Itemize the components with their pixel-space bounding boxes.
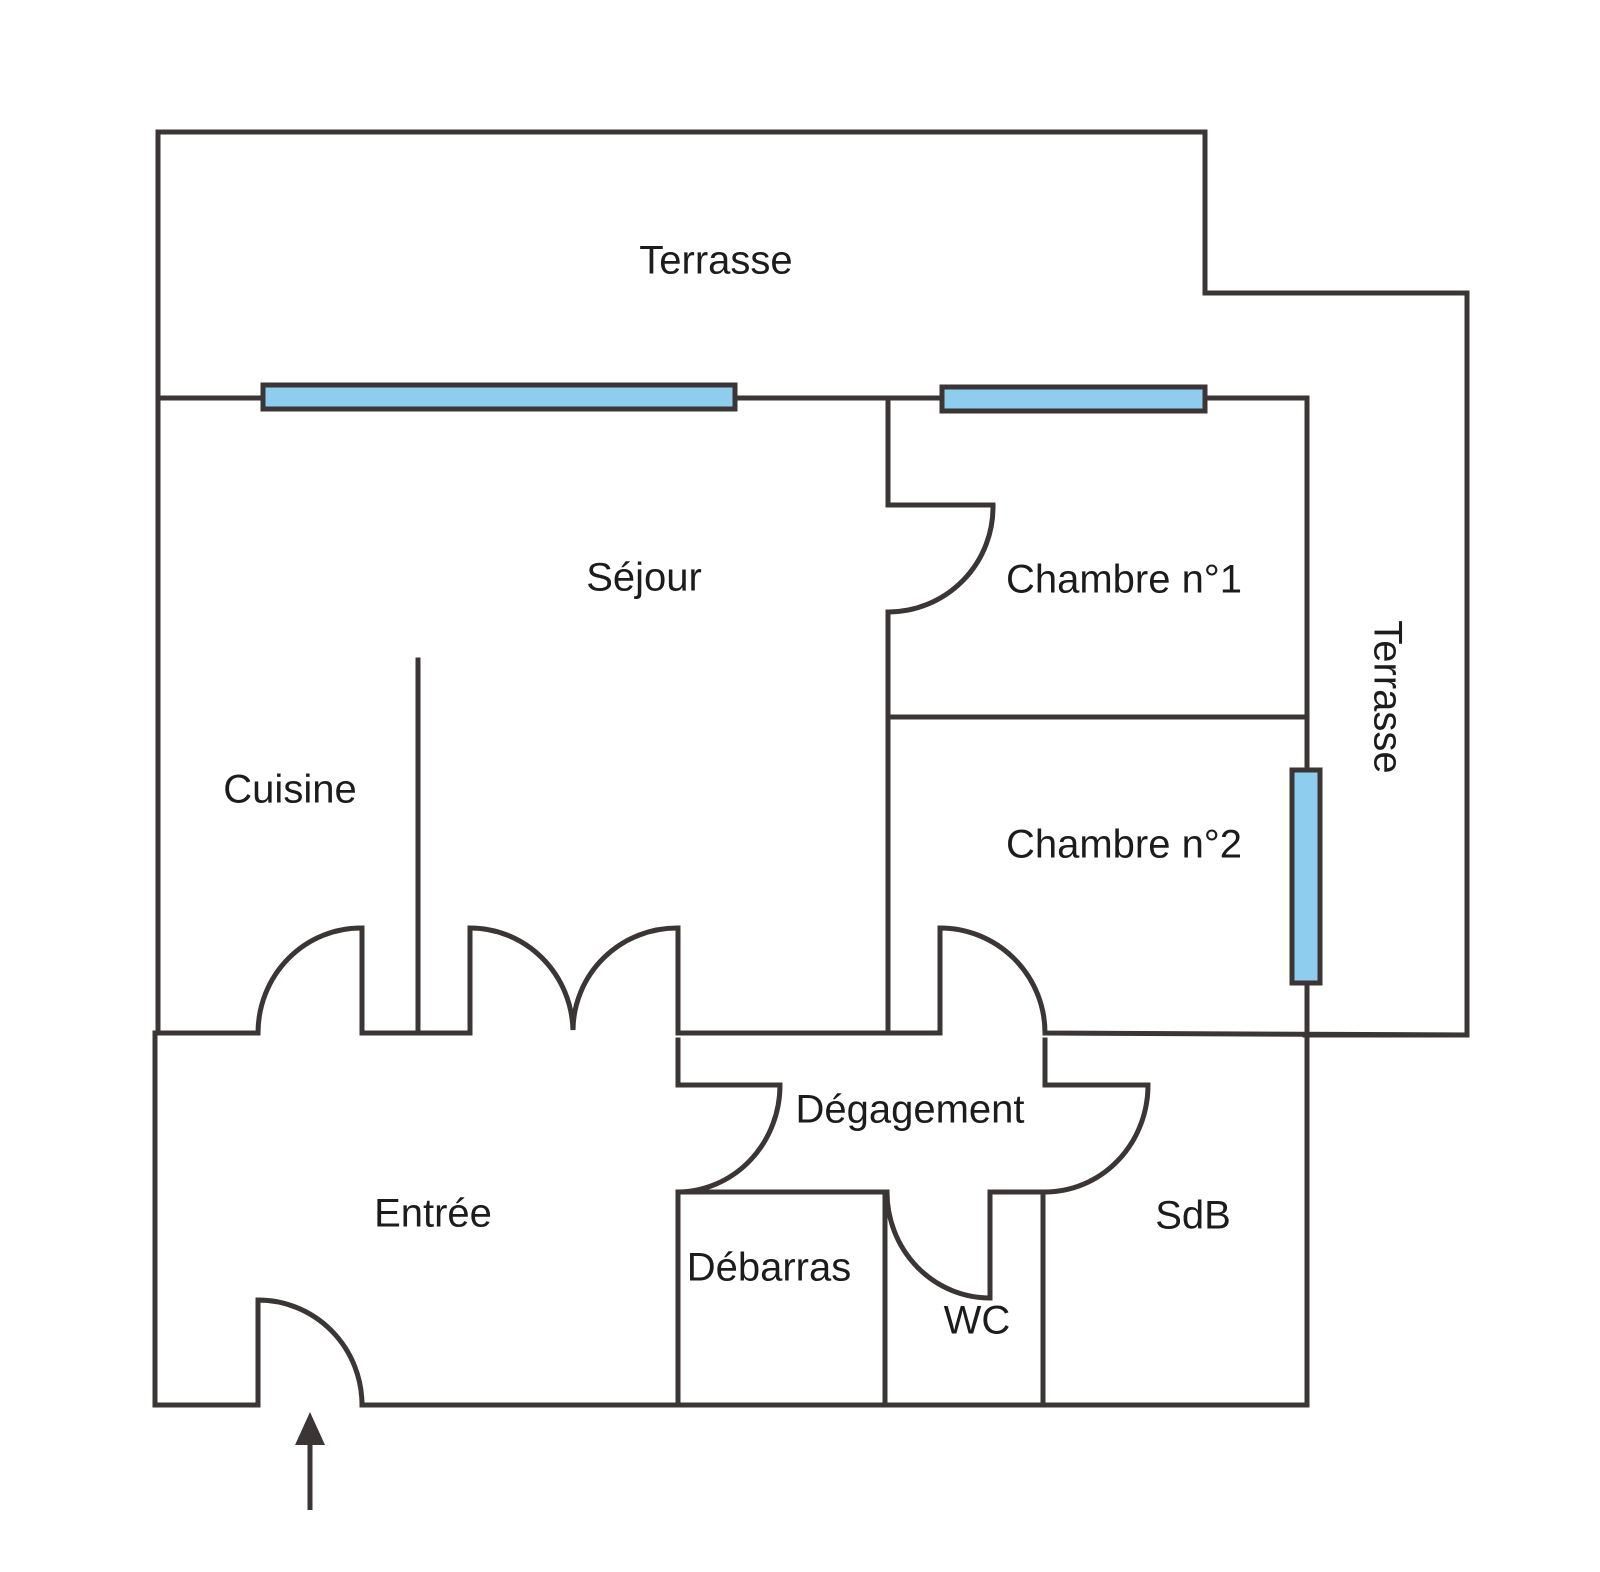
window-sejour <box>260 382 738 412</box>
cuisine-door[interactable] <box>152 925 473 1036</box>
west-wall <box>152 395 161 1408</box>
debarras-walls <box>675 1189 1046 1408</box>
label-sejour: Séjour <box>586 556 702 600</box>
label-sdb: SdB <box>1155 1194 1231 1238</box>
label-entree: Entrée <box>374 1192 492 1236</box>
wc-door[interactable] <box>884 1189 993 1301</box>
chambre1-door[interactable] <box>885 395 996 1036</box>
label-cuisine: Cuisine <box>223 768 356 812</box>
label-degagement: Dégagement <box>795 1088 1024 1132</box>
sejour-double-door[interactable] <box>467 925 943 1036</box>
label-debarras: Débarras <box>687 1246 852 1290</box>
window-chambre2 <box>1289 767 1323 986</box>
terrace-outline <box>155 129 1470 1038</box>
chambre2-door[interactable] <box>937 925 1470 1038</box>
label-chambre1: Chambre n°1 <box>1006 558 1242 602</box>
sdb-door[interactable] <box>987 1037 1151 1195</box>
label-terrasse-top: Terrasse <box>639 239 792 283</box>
window-chambre1 <box>939 384 1208 414</box>
degagement-door-west[interactable] <box>675 1037 890 1195</box>
label-chambre2: Chambre n°2 <box>1006 823 1242 867</box>
label-wc: WC <box>944 1299 1011 1343</box>
entrance-arrow-icon <box>295 1412 325 1510</box>
entrance-door[interactable] <box>152 1297 1310 1408</box>
label-terrasse-side: Terrasse <box>1365 620 1409 773</box>
